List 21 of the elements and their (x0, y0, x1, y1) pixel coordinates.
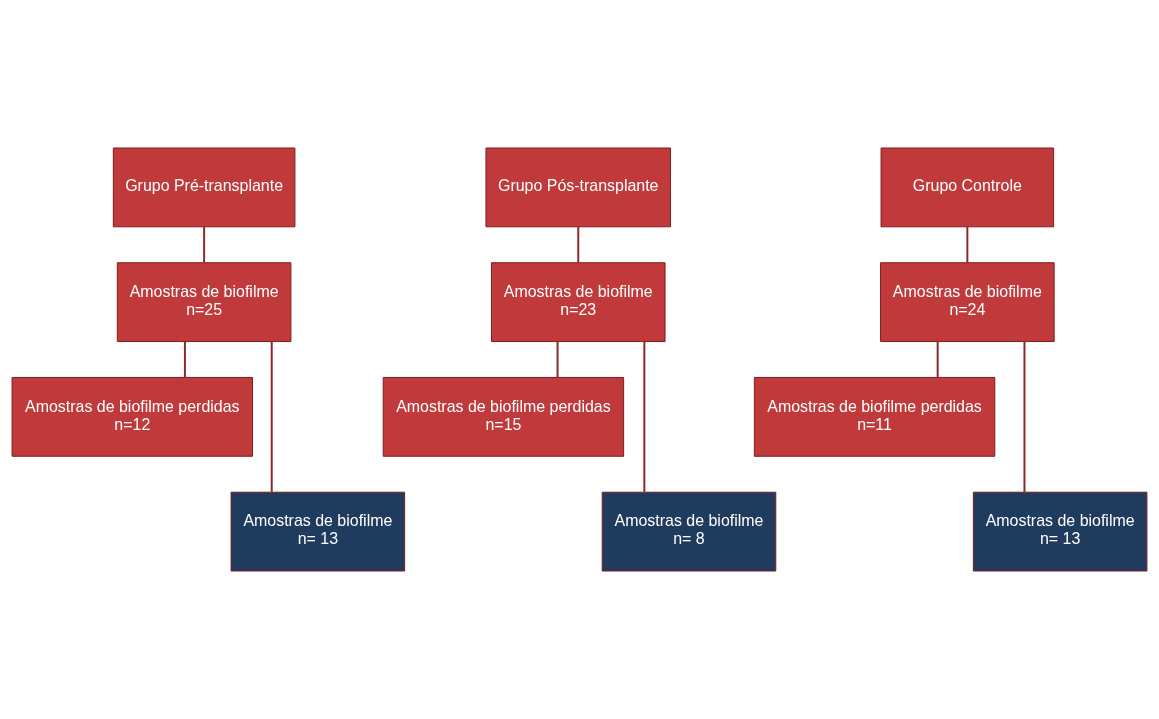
connector (203, 225, 206, 264)
node-box: Amostras de biofilme n=25 (116, 262, 292, 343)
node-box: Grupo Controle (880, 147, 1055, 228)
node-box: Amostras de biofilme perdidas n=12 (11, 376, 253, 457)
connector (966, 225, 969, 264)
node-box: Amostras de biofilme n=24 (880, 262, 1055, 343)
node-box: Grupo Pós-transplante (485, 147, 672, 228)
node-box: Amostras de biofilme n=23 (490, 262, 666, 343)
node-box: Grupo Pré-transplante (112, 147, 296, 228)
node-box: Amostras de biofilme perdidas n=11 (753, 376, 996, 457)
node-box: Amostras de biofilme n= 13 (230, 491, 406, 572)
connector (556, 340, 559, 379)
connector (183, 340, 186, 379)
connector (936, 340, 939, 379)
node-box: Amostras de biofilme perdidas n=15 (382, 376, 625, 457)
connector (270, 340, 273, 493)
node-box: Amostras de biofilme n= 8 (601, 491, 777, 572)
connector (1023, 340, 1026, 493)
connector (577, 225, 580, 264)
connector (643, 340, 646, 493)
node-box: Amostras de biofilme n= 13 (972, 491, 1148, 572)
